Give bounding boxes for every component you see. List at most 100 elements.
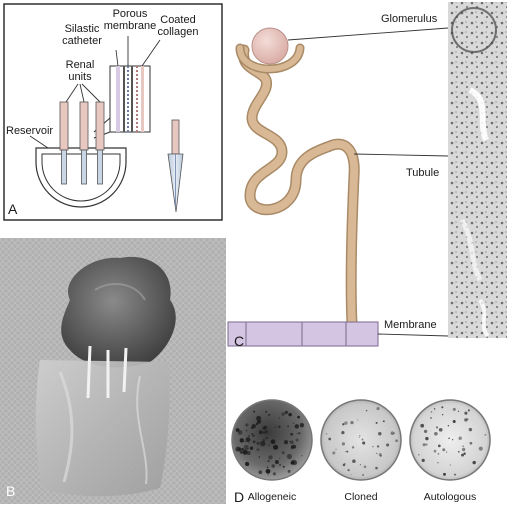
dish-speckle [265, 410, 268, 413]
dish-speckle [421, 458, 425, 462]
dish-speckle [256, 419, 262, 424]
dish-cloned [320, 399, 402, 481]
label-glomerulus: Glomerulus [381, 13, 438, 25]
dish-speckle [325, 433, 328, 435]
dish-speckle [245, 423, 249, 427]
dish-speckle [301, 455, 303, 457]
dish-speckle [359, 464, 362, 466]
dish-speckle [265, 468, 271, 474]
dish-speckle [252, 434, 255, 437]
dish-speckle [362, 441, 366, 445]
dish-speckle [452, 420, 456, 423]
dish-speckle [271, 464, 275, 468]
dish-speckle [441, 414, 444, 416]
dish-speckle [418, 454, 420, 456]
dish-speckle [286, 453, 292, 460]
dish-speckle [256, 448, 260, 451]
dish-speckle [352, 459, 356, 463]
reservoir [35, 147, 127, 208]
dish-speckle [296, 432, 298, 435]
dish-speckle [255, 422, 259, 426]
dish-speckle [393, 432, 396, 435]
dish-speckle [430, 411, 433, 413]
dish-speckle [342, 463, 346, 467]
dish-speckle [249, 446, 254, 450]
dish-speckle [357, 419, 359, 421]
dish-speckle [458, 436, 462, 440]
dish-speckle [266, 466, 269, 468]
dish-speckle [262, 439, 265, 442]
dish-speckle [435, 426, 439, 429]
dish-speckle [242, 449, 248, 455]
dish-speckle [362, 474, 364, 476]
dish-speckle [256, 441, 260, 445]
dish-speckle [433, 408, 436, 410]
dish-speckle [376, 445, 380, 448]
dish-speckle [345, 451, 347, 452]
dish-speckle [376, 407, 380, 411]
dish-label-autologous: Autologous [424, 491, 477, 503]
panel-a: Silastic catheter Porous membrane Coated… [3, 3, 223, 221]
dish-speckle [472, 460, 476, 465]
dish-speckle [484, 434, 487, 436]
dish-speckle [244, 461, 250, 467]
panel-a-letter: A [8, 201, 18, 217]
dish-speckle [239, 438, 245, 443]
label-coated-collagen-2: collagen [158, 26, 199, 38]
panel-d-letter: D [234, 489, 244, 505]
dish-speckle [278, 463, 282, 467]
dish-speckles [235, 406, 487, 476]
dish-speckle [332, 451, 336, 455]
dish-speckle [268, 444, 270, 446]
dish-speckle [461, 447, 466, 452]
label-coated-collagen-1: Coated [160, 14, 195, 26]
dish-speckle [279, 457, 281, 459]
dish-speckle [274, 426, 277, 428]
dish-speckle [361, 438, 364, 441]
dish-speckle [273, 444, 279, 450]
dish-speckle [463, 452, 466, 455]
dish-speckle [274, 459, 279, 465]
dish-speckle [268, 455, 273, 460]
dish-speckle [335, 448, 337, 450]
dish-speckle [238, 448, 242, 452]
dish-speckle [252, 440, 256, 444]
label-silastic-catheter-2: catheter [62, 35, 102, 47]
dish-speckle [268, 413, 271, 416]
dish-speckle [350, 420, 354, 425]
dish-speckle [342, 423, 345, 426]
dish-speckle [341, 430, 345, 435]
dish-speckle [378, 453, 382, 457]
dish-speckle [433, 449, 437, 453]
dish-speckle [441, 406, 444, 409]
dish-speckle [382, 420, 385, 423]
label-membrane: Membrane [384, 319, 437, 331]
label-porous-membrane-2: membrane [104, 20, 157, 32]
dish-label-allogeneic: Allogeneic [248, 491, 296, 503]
dish-speckle [284, 410, 288, 415]
dish-speckle [258, 470, 263, 475]
dish-speckle [437, 462, 439, 464]
dish-speckle [451, 439, 454, 441]
renal-units [59, 101, 105, 185]
dish-speckle [281, 451, 285, 455]
dish-speckle [461, 453, 464, 457]
dish-speckle [425, 443, 428, 446]
dish-speckle [270, 439, 276, 445]
dish-speckle [437, 444, 441, 448]
dish-speckle [253, 410, 256, 413]
glomerulus [251, 27, 289, 65]
dish-speckle [243, 444, 249, 450]
dish-speckle [430, 417, 432, 419]
dish-speckle [258, 430, 263, 435]
dish-speckle [246, 451, 251, 455]
dish-speckle [289, 440, 291, 443]
tissue-mass [61, 256, 176, 368]
dish-speckle [241, 448, 244, 451]
panel-b: B [0, 238, 226, 504]
dish-speckle [457, 450, 460, 453]
dish-speckle [365, 409, 368, 412]
dish-speckle [251, 433, 254, 435]
single-unit-side-view [167, 119, 184, 213]
